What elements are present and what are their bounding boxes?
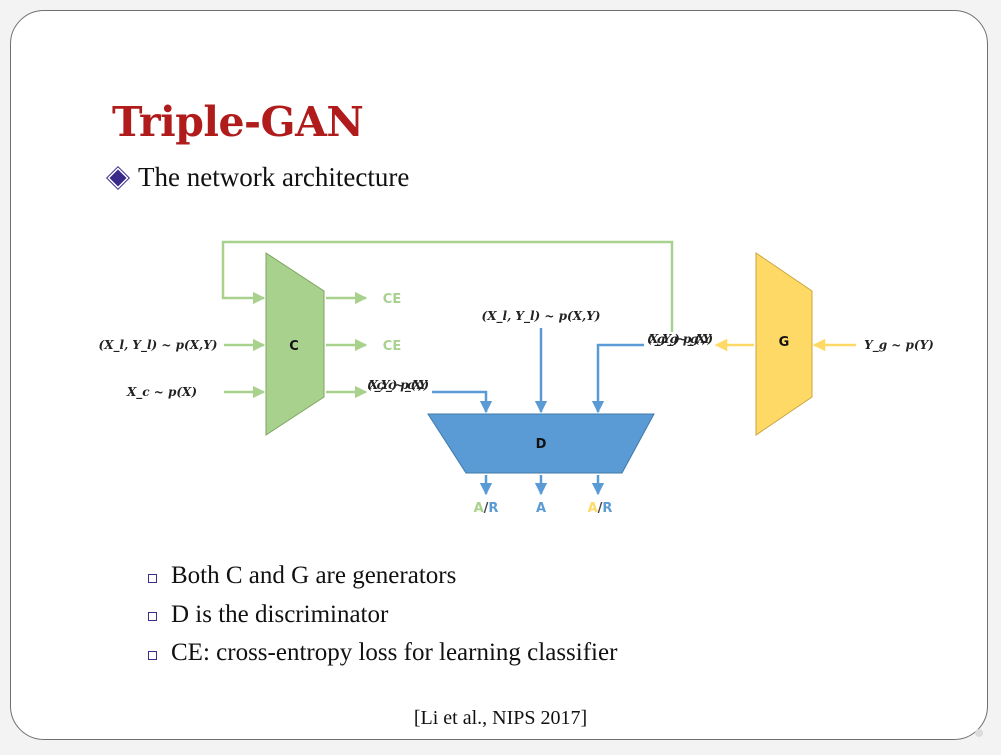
- c-output-label-text: (X_c, Y_c) ~p_c(X,Y): [367, 378, 429, 393]
- labeled-input-label: (X_l, Y_l) ~ p(X,Y): [99, 338, 218, 353]
- d-real-input-label: (X_l, Y_l) ~ p(X,Y): [482, 309, 601, 324]
- d-output-right-label: A/R: [588, 501, 613, 516]
- square-bullet-icon: [148, 612, 157, 622]
- unlabeled-input-label: X_c ~ p(X): [126, 385, 197, 400]
- corner-dot-icon: [975, 729, 983, 737]
- ce-top-label: CE: [383, 292, 401, 307]
- bullet-text: CE: cross-entropy loss for learning clas…: [171, 639, 618, 667]
- subtitle: The network architecture: [138, 162, 410, 192]
- discriminator-d-label: D: [536, 437, 547, 452]
- bullet-text: Both C and G are generators: [171, 562, 457, 590]
- generator-g-shape: [755, 252, 813, 436]
- square-bullet-icon: [148, 573, 157, 583]
- out-left-r: R: [488, 501, 498, 516]
- out-right-a: A: [588, 501, 598, 516]
- out-right-r: R: [602, 501, 612, 516]
- bullet-item: Both C and G are generators: [148, 557, 617, 596]
- slide: [10, 10, 988, 740]
- g-output-label: (X_g, Y_g) ~p_g(X,Y): [647, 332, 713, 347]
- c-output-label: (X_c, Y_c) ~p_c(X,Y): [367, 378, 429, 393]
- citation: [Li et al., NIPS 2017]: [413, 707, 588, 729]
- g-input-label: Y_g ~ p(Y): [864, 338, 934, 353]
- d-output-left-label: A/R: [474, 501, 499, 516]
- bullet-item: CE: cross-entropy loss for learning clas…: [148, 634, 617, 673]
- ce-mid-label: CE: [383, 339, 401, 354]
- g-to-d-arrow: [591, 343, 644, 414]
- d-output-mid-label: A: [536, 501, 546, 516]
- classifier-c-label: C: [289, 339, 299, 354]
- generator-g-label: G: [779, 335, 790, 350]
- slide-title: Triple-GAN: [112, 98, 364, 146]
- subtitle-row: The network architecture: [109, 162, 410, 193]
- c-to-d-arrow: [432, 390, 493, 414]
- bullet-list: Both C and G are generators D is the dis…: [148, 557, 617, 673]
- bullet-item: D is the discriminator: [148, 596, 617, 635]
- feedback-loop-arrow: [221, 240, 674, 332]
- discriminator-d-shape: [427, 413, 655, 474]
- g-output-label-text: (X_g, Y_g) ~p_g(X,Y): [647, 332, 713, 347]
- classifier-c-shape: [265, 252, 325, 436]
- square-bullet-icon: [148, 650, 157, 660]
- bullet-text: D is the discriminator: [171, 600, 389, 628]
- out-left-a: A: [474, 501, 484, 516]
